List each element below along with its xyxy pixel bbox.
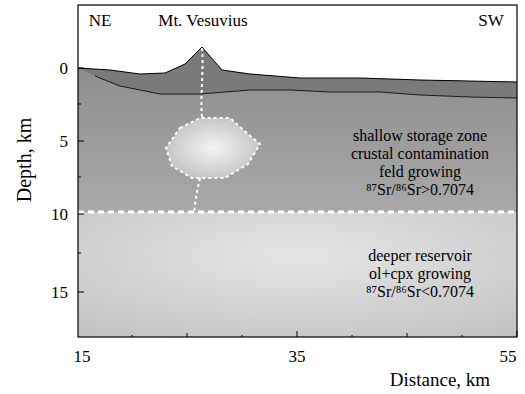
volcano-name: Mt. Vesuvius xyxy=(158,11,247,30)
axis-tick-label: 15 xyxy=(51,283,68,302)
axis-tick-label: 5 xyxy=(60,132,69,151)
axis-tick-label: 0 xyxy=(60,59,69,78)
shallow-storage-zone: shallow storage zonecrustal contaminatio… xyxy=(78,100,517,210)
frame xyxy=(78,5,517,337)
axis-title: Depth, km xyxy=(13,118,35,202)
process-text: ol+cpx growing xyxy=(369,265,471,283)
ticks xyxy=(78,68,517,337)
boundary-dashed xyxy=(78,211,517,214)
direction-label: SW xyxy=(478,11,504,30)
axis-tick-label: 15 xyxy=(74,347,91,366)
process-text: feld growing xyxy=(379,163,461,181)
process-text: crustal contamination xyxy=(351,145,489,163)
isotope-ratio: ⁸⁷Sr/⁸⁶Sr>0.7074 xyxy=(366,181,474,199)
deep-band xyxy=(78,212,517,337)
axis-title: Distance, km xyxy=(390,369,490,390)
axis-tick-label: 55 xyxy=(500,347,517,366)
surface-line xyxy=(78,47,517,82)
zone-title: shallow storage zone xyxy=(353,127,487,145)
isotope-ratio: ⁸⁷Sr/⁸⁶Sr<0.7074 xyxy=(366,283,474,301)
deeper-reservoir: deeper reservoirol+cpx growing⁸⁷Sr/⁸⁶Sr<… xyxy=(78,214,517,336)
layer-boundary xyxy=(95,76,517,98)
magma-chamber xyxy=(166,118,260,178)
shallow-band xyxy=(78,47,517,212)
direction-label: NE xyxy=(89,11,112,30)
surface-layer xyxy=(78,47,517,98)
zone-title: deeper reservoir xyxy=(368,247,472,265)
axis-tick-label: 35 xyxy=(289,347,306,366)
axis-tick-label: 10 xyxy=(51,205,68,224)
